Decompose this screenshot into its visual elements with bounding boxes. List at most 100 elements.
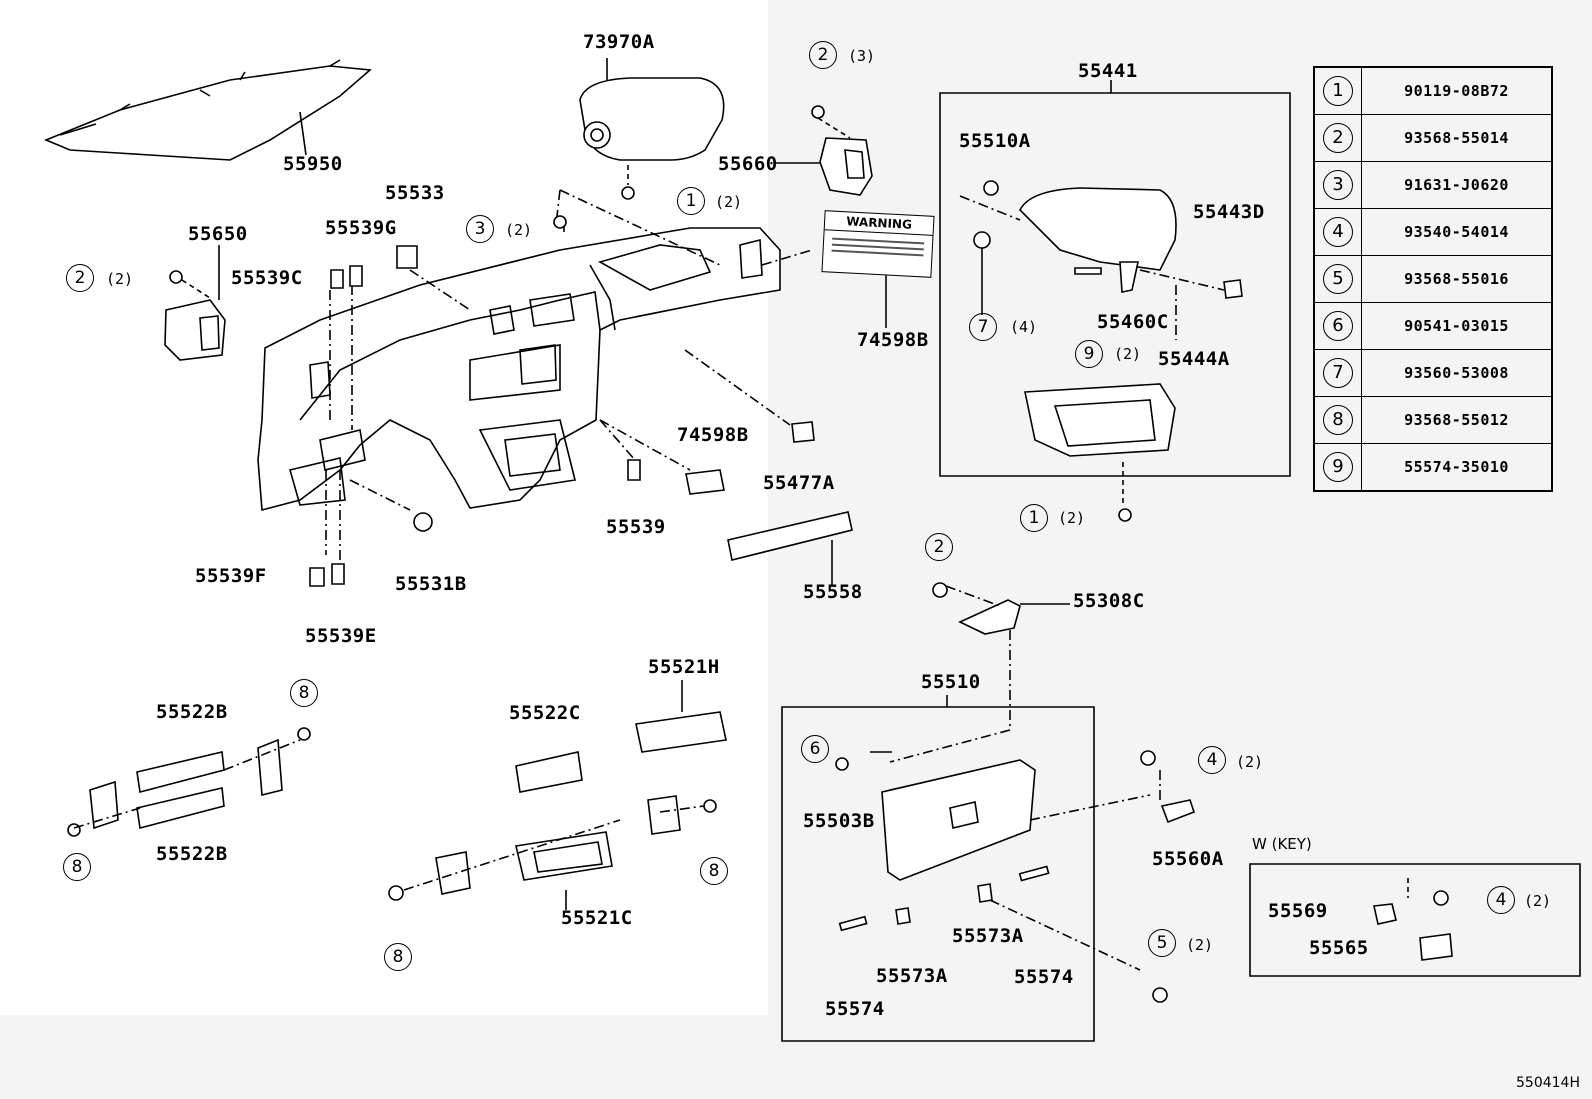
callout-qty: (2) [1114,345,1142,363]
callout-3: 3 [466,215,494,243]
callout-1: 1 [1020,504,1048,532]
part-74598B-clip-drawing [792,422,814,442]
key-box-frame [1250,864,1580,976]
part-55565-drawing [1420,934,1452,960]
legend-index: 6 [1323,311,1353,341]
label-55574-left: 55574 [825,998,885,1020]
label-74598B-clip: 74598B [677,424,749,446]
label-55539C: 55539C [231,267,303,289]
callout-qty: (2) [1236,753,1264,771]
legend-row: 3 91631-J0620 [1315,162,1551,209]
legend-index: 2 [1323,123,1353,153]
part-55308C-drawing [960,600,1020,634]
label-55522B-upper: 55522B [156,701,228,723]
label-55460C: 55460C [1097,311,1169,333]
callout-6: 6 [801,735,829,763]
label-55308C: 55308C [1073,590,1145,612]
label-55522C: 55522C [509,702,581,724]
legend-row: 8 93568-55012 [1315,397,1551,444]
part-55539-drawing [628,460,640,480]
callout-2: 2 [809,41,837,69]
part-73970A-drawing [580,78,724,160]
legend-row: 9 55574-35010 [1315,444,1551,490]
callout-8: 8 [63,853,91,881]
legend-part-number: 93568-55016 [1404,270,1509,288]
legend-index: 9 [1323,452,1353,482]
key-box-title: W (KEY) [1252,835,1312,853]
label-55539F: 55539F [195,565,267,587]
label-55441: 55441 [1078,60,1138,82]
legend-index: 7 [1323,358,1353,388]
part-55569-drawing [1374,904,1396,924]
callout-2: 2 [925,533,953,561]
label-55533: 55533 [385,182,445,204]
callout-4: 4 [1487,886,1515,914]
label-55539E: 55539E [305,625,377,647]
glovebox-door-frame [782,707,1094,1041]
part-55510-door-drawing [882,760,1035,880]
legend-part-number: 55574-35010 [1404,458,1509,476]
label-55660: 55660 [718,153,778,175]
part-55531B-drawing [414,513,432,531]
part-55539E-drawing [332,564,344,584]
label-55573A-right: 55573A [952,925,1024,947]
callout-8: 8 [384,943,412,971]
label-55539G: 55539G [325,217,397,239]
callout-qty: (2) [1524,892,1552,910]
label-55573A-left: 55573A [876,965,948,987]
legend-row: 5 93568-55016 [1315,256,1551,303]
part-55950-drawing [46,66,370,160]
part-55558-drawing [728,512,852,560]
callout-9: 9 [1075,340,1103,368]
label-55558: 55558 [803,581,863,603]
callout-1: 1 [677,187,705,215]
callout-qty: (2) [1186,936,1214,954]
label-55444A: 55444A [1158,348,1230,370]
part-55522B-lower-drawing [137,788,224,828]
legend-part-number: 90541-03015 [1404,317,1509,335]
legend-row: 7 93560-53008 [1315,350,1551,397]
warning-label-tag: WARNING [821,210,935,278]
part-55521C-drawing [516,832,612,880]
label-73970A: 73970A [583,31,655,53]
legend-row: 1 90119-08B72 [1315,68,1551,115]
label-55503B: 55503B [803,810,875,832]
legend-row: 6 90541-03015 [1315,303,1551,350]
legend-part-number: 93568-55012 [1404,411,1509,429]
part-55521H-drawing [636,712,726,752]
callout-4: 4 [1198,746,1226,774]
label-55650: 55650 [188,223,248,245]
label-55443D: 55443D [1193,201,1265,223]
legend-index: 8 [1323,405,1353,435]
callout-qty: (2) [715,193,743,211]
callout-8: 8 [290,679,318,707]
fastener-legend-table: 1 90119-08B72 2 93568-55014 3 91631-J062… [1313,66,1553,492]
background-bottom-strip [0,1015,768,1099]
callout-qty: (4) [1010,318,1038,336]
callout-qty: (2) [505,221,533,239]
glovebox-assembly-frame [940,93,1290,476]
legend-row: 2 93568-55014 [1315,115,1551,162]
part-55441-tray-drawing [1025,384,1175,456]
background-left-panel [0,0,768,1015]
label-55950: 55950 [283,153,343,175]
part-55560A-drawing [1162,800,1194,822]
label-55569: 55569 [1268,900,1328,922]
part-55650-drawing [165,300,225,360]
part-55539F-drawing [310,568,324,586]
legend-index: 5 [1323,264,1353,294]
label-55510: 55510 [921,671,981,693]
legend-part-number: 93560-53008 [1404,364,1509,382]
callout-5: 5 [1148,929,1176,957]
legend-part-number: 93568-55014 [1404,129,1509,147]
warning-label-fine-print [823,230,932,264]
callout-2: 2 [66,264,94,292]
part-55522C-drawing [516,752,582,792]
callout-8: 8 [700,857,728,885]
label-55522B-lower: 55522B [156,843,228,865]
callout-qty: (2) [1058,509,1086,527]
legend-index: 4 [1323,217,1353,247]
label-55560A: 55560A [1152,848,1224,870]
legend-part-number: 90119-08B72 [1404,82,1509,100]
